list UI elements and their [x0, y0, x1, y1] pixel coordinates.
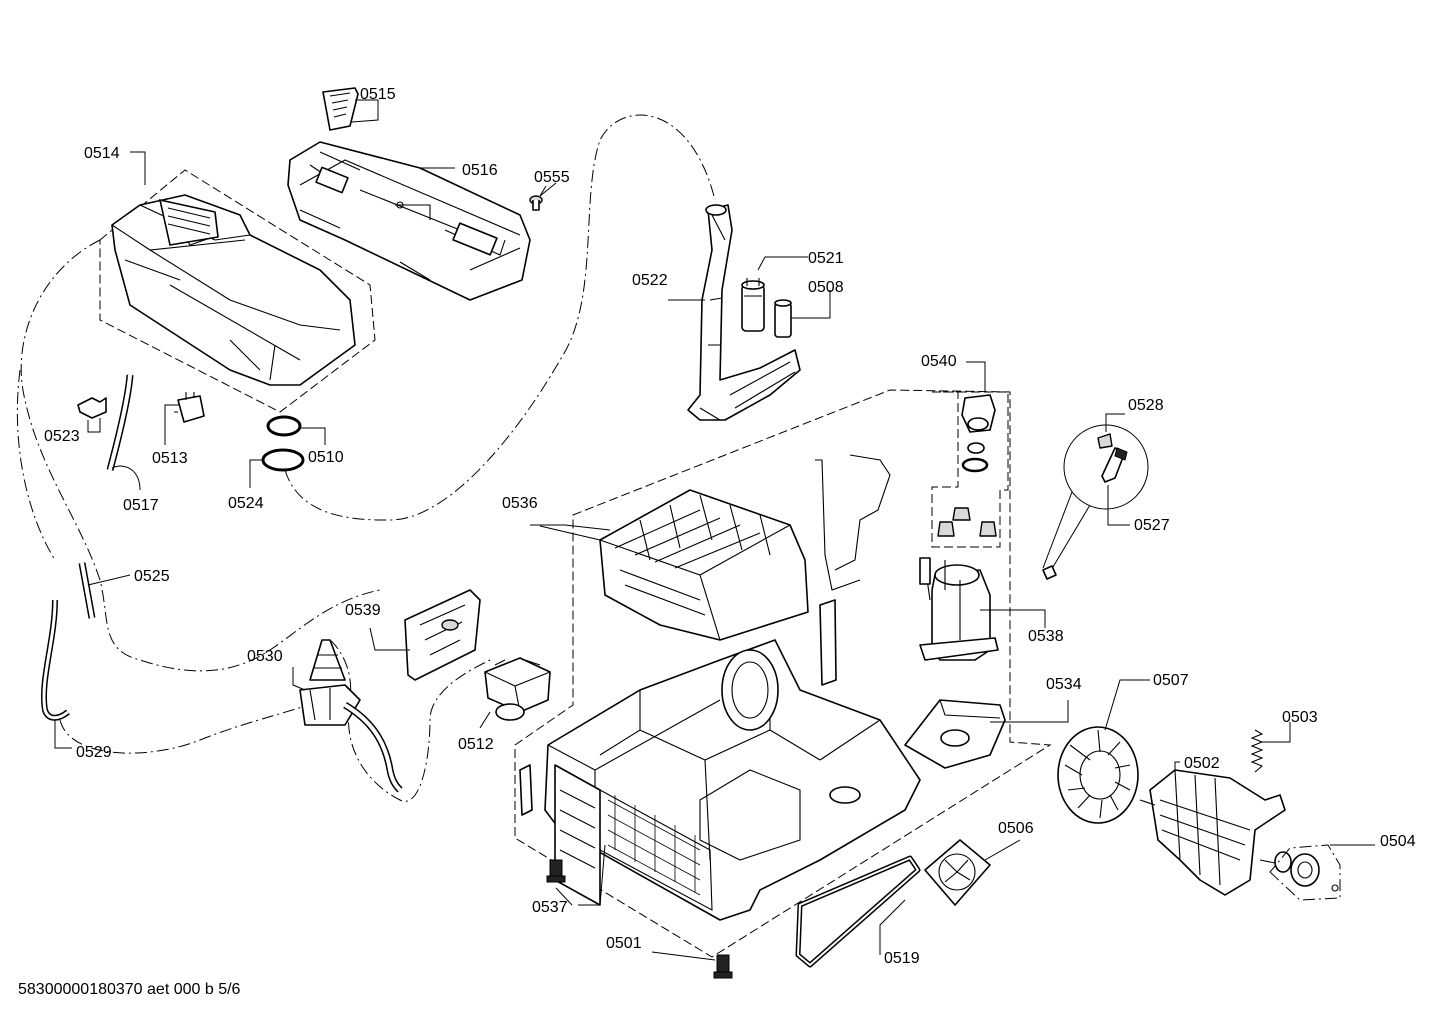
- label-0539: 0539: [345, 602, 381, 619]
- part-0527-sensor: [1101, 447, 1128, 483]
- label-0516: 0516: [462, 162, 498, 179]
- label-0538: 0538: [1028, 628, 1064, 645]
- part-0513-valve: [174, 392, 205, 423]
- label-0536: 0536: [502, 495, 538, 512]
- label-0523: 0523: [44, 428, 80, 445]
- part-0501-screw: [713, 954, 733, 979]
- part-0530-pump: [299, 639, 403, 793]
- label-0525: 0525: [134, 568, 170, 585]
- hose-route-bottom: [329, 639, 491, 802]
- label-0515: 0515: [360, 86, 396, 103]
- label-0524: 0524: [228, 495, 264, 512]
- part-0536-heat-exchanger: [599, 454, 891, 641]
- part-0504-bearing: [1269, 844, 1341, 901]
- part-0525-hose: [78, 562, 96, 619]
- label-0517: 0517: [123, 497, 159, 514]
- label-0522: 0522: [632, 272, 668, 289]
- part-0516-container: [287, 141, 531, 301]
- label-0537: 0537: [532, 899, 568, 916]
- drawing-number: 58300000180370 aet 000 b 5/6: [18, 981, 241, 998]
- part-0527-sensor-small: [1042, 565, 1057, 580]
- group-frame-0514: [99, 169, 376, 413]
- label-0510: 0510: [308, 449, 344, 466]
- part-0514-housing: [111, 194, 356, 386]
- label-0512: 0512: [458, 736, 494, 753]
- part-0524-seal: [261, 448, 305, 472]
- part-0529-hose: [41, 599, 70, 721]
- part-0534-bracket: [904, 699, 1006, 769]
- label-0519: 0519: [884, 950, 920, 967]
- label-0527: 0527: [1134, 517, 1170, 534]
- label-0508: 0508: [808, 279, 844, 296]
- label-0502: 0502: [1184, 755, 1220, 772]
- label-0507: 0507: [1153, 672, 1189, 689]
- label-0503: 0503: [1282, 709, 1318, 726]
- part-0539-cover: [404, 589, 481, 681]
- label-0555: 0555: [534, 169, 570, 186]
- label-0528: 0528: [1128, 397, 1164, 414]
- label-0504: 0504: [1380, 833, 1416, 850]
- part-0502-motor: [1139, 769, 1286, 896]
- hose-route-left: [20, 239, 381, 672]
- part-0517-hose: [106, 374, 134, 471]
- part-0512-pump-motor: [484, 657, 551, 721]
- label-0513: 0513: [152, 450, 188, 467]
- label-0540: 0540: [921, 353, 957, 370]
- part-0522-duct: [687, 204, 801, 421]
- label-0506: 0506: [998, 820, 1034, 837]
- part-base-tub: [519, 599, 921, 921]
- label-0529: 0529: [76, 744, 112, 761]
- label-0521: 0521: [808, 250, 844, 267]
- part-0555-knob: [529, 195, 543, 211]
- part-0507-fan-wheel: [1057, 726, 1139, 824]
- label-0534: 0534: [1046, 676, 1082, 693]
- label-0501: 0501: [606, 935, 642, 952]
- part-0521-capacitor: [741, 278, 765, 332]
- part-0540-valve-set: [937, 394, 997, 537]
- label-0530: 0530: [247, 648, 283, 665]
- part-0506-fan: [924, 839, 991, 906]
- part-0538-compressor: [919, 557, 999, 661]
- part-0515-filter: [322, 87, 359, 131]
- part-0537-screw: [546, 859, 566, 883]
- part-0510-seal: [266, 415, 302, 437]
- part-0508-capacitor: [774, 299, 792, 338]
- label-0514: 0514: [84, 145, 120, 162]
- group-frame-0540: [931, 391, 1009, 548]
- part-0503-spring: [1250, 729, 1264, 773]
- part-0519-gasket: [795, 855, 921, 968]
- part-0528-cap: [1097, 433, 1113, 449]
- part-0523-clip: [77, 397, 107, 419]
